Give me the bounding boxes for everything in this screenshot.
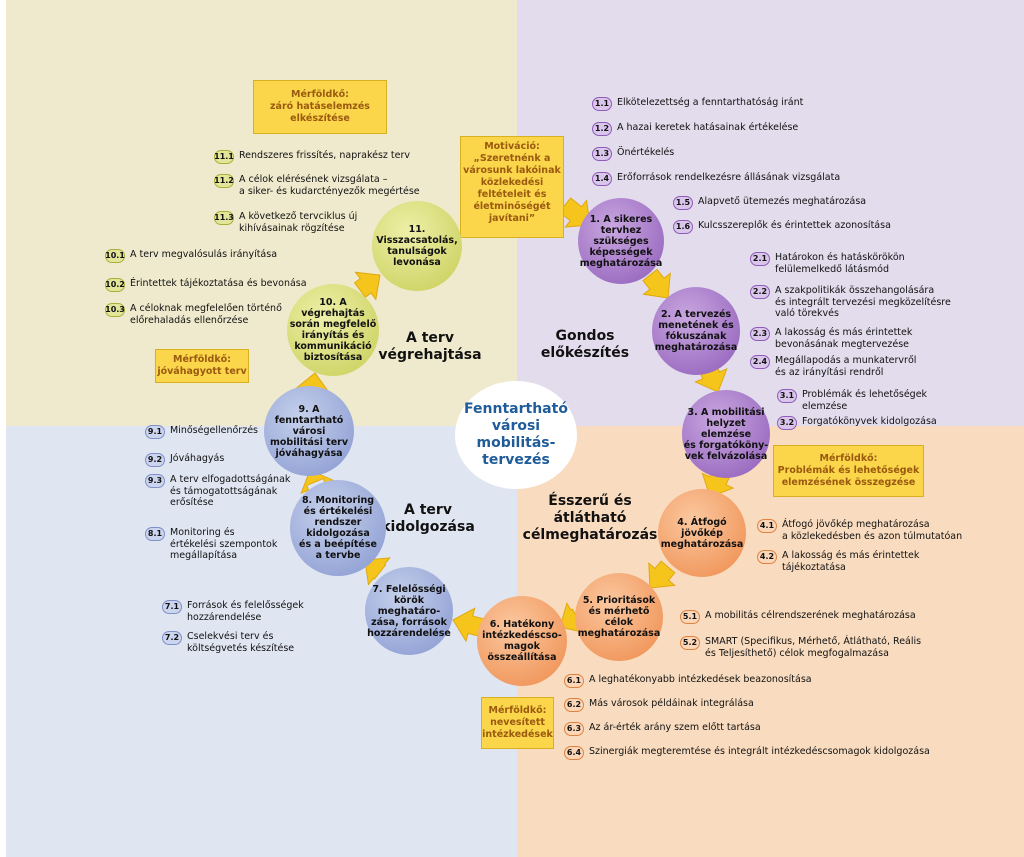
- step-4: 4. Átfogó jövőkép meghatározása: [658, 489, 746, 577]
- step-1: 1. A sikeres tervhez szükséges képessége…: [578, 198, 664, 284]
- phase-label-development: A terv kidolgozása: [381, 502, 475, 535]
- cycle-arrow-11: [353, 271, 381, 301]
- milestone-final: Mérföldkő: záró hatáselemzés elkészítése: [253, 80, 387, 134]
- step-7: 7. Felelősségi körök meghatáro- zása, fo…: [365, 567, 453, 655]
- milestone-analysis: Mérföldkő: Problémák és lehetőségek elem…: [773, 445, 924, 497]
- milestone-approved: Mérföldkő: jóváhagyott terv: [155, 349, 249, 383]
- step-11: 11. Visszacsatolás, tanulságok levonása: [372, 201, 462, 291]
- step-3: 3. A mobilitási helyzet elemzése és forg…: [682, 390, 770, 478]
- cycle-arrow-5: [648, 560, 676, 589]
- step-10: 10. A végrehajtás során megfelelő irányí…: [287, 284, 379, 376]
- phase-label-preparation: Gondos előkészítés: [540, 328, 630, 361]
- step-8: 8. Monitoring és értékelési rendszer kid…: [290, 480, 386, 576]
- step-6: 6. Hatékony intézkedéscso- magok összeál…: [477, 596, 567, 686]
- step-5: 5. Prioritások és mérhető célok meghatár…: [575, 573, 663, 661]
- motivation-box: Motiváció: „Szeretnénk a városunk lakóin…: [460, 136, 564, 238]
- step-9: 9. A fenntartható városi mobilitási terv…: [264, 386, 354, 476]
- center-title: Fenntartható városi mobilitás- tervezés: [455, 381, 577, 489]
- phase-label-implementation: A terv végrehajtása: [378, 330, 482, 363]
- milestone-measures: Mérföldkő: nevesített intézkedések: [481, 697, 554, 749]
- step-2: 2. A tervezés menetének és fókuszának me…: [652, 287, 740, 375]
- cycle-arrow-2: [642, 268, 671, 299]
- phase-label-goals: Ésszerű és átlátható célmeghatározás: [522, 493, 658, 543]
- cycle-arrow-8: [364, 557, 391, 586]
